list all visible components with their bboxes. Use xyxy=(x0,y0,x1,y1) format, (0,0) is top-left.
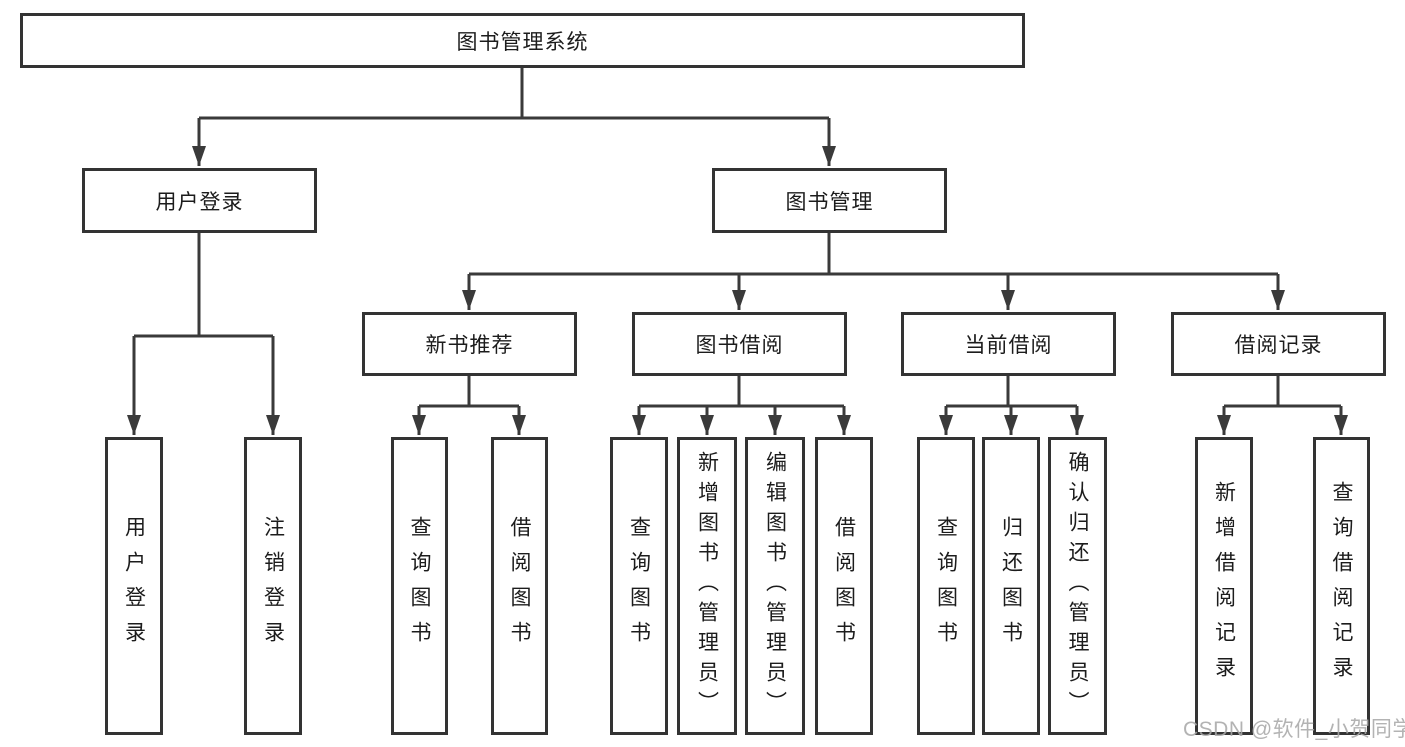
leaf-query-books-3: 查询图书 xyxy=(917,437,975,735)
node-user-login: 用户登录 xyxy=(82,168,317,233)
node-book-borrowing: 图书借阅 xyxy=(632,312,847,376)
node-current-borrowing: 当前借阅 xyxy=(901,312,1116,376)
leaf-query-books-1: 查询图书 xyxy=(391,437,448,735)
leaf-return-books-label: 归还图书 xyxy=(999,516,1023,656)
node-user-login-label: 用户登录 xyxy=(155,190,244,214)
leaf-query-books-2: 查询图书 xyxy=(610,437,668,735)
leaf-borrow-books-1: 借阅图书 xyxy=(491,437,548,735)
leaf-return-books: 归还图书 xyxy=(982,437,1040,735)
leaf-query-books-2-label: 查询图书 xyxy=(627,516,651,656)
leaf-edit-books-admin-label: 编辑图书（管理员） xyxy=(763,451,787,721)
leaf-borrow-books-2-label: 借阅图书 xyxy=(832,516,856,656)
csdn-watermark: CSDN @软件_小贺同学 xyxy=(1183,718,1405,741)
leaf-query-borrow-record: 查询借阅记录 xyxy=(1313,437,1370,735)
leaf-confirm-return-admin-label: 确认归还（管理员） xyxy=(1066,451,1089,721)
node-current-borrowing-label: 当前借阅 xyxy=(964,334,1053,357)
leaf-logout: 注销登录 xyxy=(244,437,302,735)
leaf-borrow-books-1-label: 借阅图书 xyxy=(508,516,531,656)
leaf-user-login-label: 用户登录 xyxy=(122,516,146,656)
leaf-confirm-return-admin: 确认归还（管理员） xyxy=(1048,437,1107,735)
leaf-query-books-1-label: 查询图书 xyxy=(408,516,431,656)
leaf-user-login: 用户登录 xyxy=(105,437,163,735)
node-new-book-recommend: 新书推荐 xyxy=(362,312,577,376)
node-root: 图书管理系统 xyxy=(20,13,1025,68)
leaf-add-borrow-record: 新增借阅记录 xyxy=(1195,437,1253,735)
node-borrowing-records: 借阅记录 xyxy=(1171,312,1386,376)
node-root-label: 图书管理系统 xyxy=(456,30,589,54)
leaf-add-books-admin-label: 新增图书（管理员） xyxy=(695,451,719,721)
node-book-management: 图书管理 xyxy=(712,168,947,233)
node-book-borrowing-label: 图书借阅 xyxy=(695,334,784,357)
leaf-logout-label: 注销登录 xyxy=(261,516,285,656)
node-book-management-label: 图书管理 xyxy=(785,190,874,214)
node-borrowing-records-label: 借阅记录 xyxy=(1234,334,1323,357)
leaf-query-books-3-label: 查询图书 xyxy=(934,516,958,656)
leaf-add-books-admin: 新增图书（管理员） xyxy=(677,437,737,735)
node-new-book-recommend-label: 新书推荐 xyxy=(425,334,514,357)
leaf-borrow-books-2: 借阅图书 xyxy=(815,437,873,735)
leaf-add-borrow-record-label: 新增借阅记录 xyxy=(1212,481,1236,691)
leaf-query-borrow-record-label: 查询借阅记录 xyxy=(1330,481,1353,691)
leaf-edit-books-admin: 编辑图书（管理员） xyxy=(745,437,805,735)
